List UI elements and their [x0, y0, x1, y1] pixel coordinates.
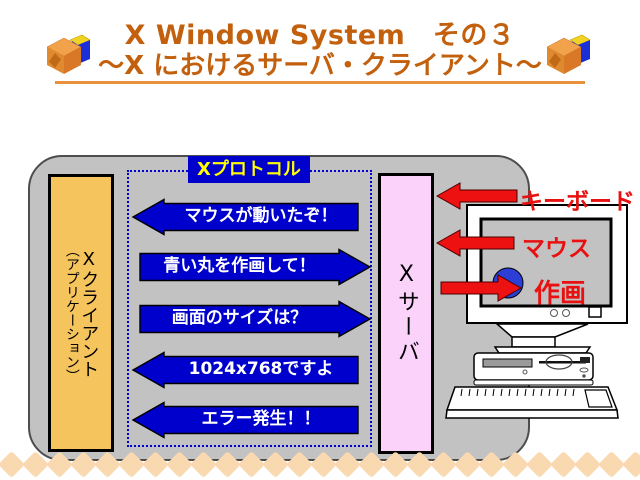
diamond-icon: [406, 451, 433, 478]
message-arrow: マウスが動いたぞ！: [131, 198, 360, 236]
diamond-icon: [502, 451, 529, 478]
computer-illustration: [445, 204, 628, 419]
keyboard-front: [445, 409, 619, 419]
keyboard-numpad: [584, 389, 613, 408]
diamond-icon: [94, 451, 121, 478]
mouse-input-arrow: [436, 229, 515, 257]
message-text: 1024x768ですよ: [188, 359, 334, 379]
message-arrow: 青い丸を作画して！: [138, 248, 372, 286]
diamond-icon: [622, 451, 640, 478]
client-label-x: X: [78, 248, 100, 270]
cubes-icon: [546, 34, 591, 74]
x-client-box: Xクライアント （アプリケーション）: [48, 174, 114, 452]
draw-output-arrow: [440, 274, 522, 302]
mouse-label: マウス: [522, 236, 591, 262]
cube-diamond-inset: [49, 53, 61, 68]
diamond-icon: [334, 451, 361, 478]
diamond-icon: [550, 451, 577, 478]
message-arrow: エラー発生！！: [131, 401, 360, 439]
x-server-box: Xサーバ: [378, 173, 434, 454]
diamond-icon: [238, 451, 265, 478]
diamond-border: [0, 451, 640, 480]
diamond-icon: [70, 451, 97, 478]
server-label-x: X: [393, 262, 419, 290]
right-arrow-icon: [139, 300, 372, 338]
cube-right-face: [64, 47, 81, 74]
diamond-icon: [574, 451, 601, 478]
left-arrow-icon: [131, 351, 359, 389]
protocol-label: Xプロトコル: [188, 156, 310, 183]
client-label-sub: （アプリケーション）: [63, 243, 80, 383]
server-label-main: サーバ: [393, 290, 419, 365]
diamond-icon: [262, 451, 289, 478]
title-underline: [55, 81, 585, 84]
diamond-icon: [190, 451, 217, 478]
message-arrow: 画面のサイズは？: [138, 300, 372, 338]
keyboard-keys: [460, 388, 575, 397]
monitor-neck: [494, 323, 589, 338]
diamond-icon: [46, 451, 73, 478]
eject-button: [522, 369, 528, 375]
keyboard-label: キーボード: [520, 189, 635, 215]
diamond-icon: [118, 451, 145, 478]
left-arrow-icon: [436, 182, 518, 210]
diamond-icon: [214, 451, 241, 478]
client-label-main: クライアント: [78, 269, 100, 378]
case-detail: [582, 374, 586, 378]
left-arrow-icon: [131, 198, 359, 236]
cd-disc: [545, 354, 573, 370]
message-arrow: 1024x768ですよ: [131, 351, 360, 389]
diamond-icon: [0, 451, 25, 478]
left-arrow-icon: [131, 401, 359, 439]
diamond-icon: [142, 451, 169, 478]
x-client-label: Xクライアント （アプリケーション）: [64, 243, 99, 383]
diamond-icon: [598, 451, 625, 478]
message-text: エラー発生！！: [201, 409, 321, 429]
x-server-label: Xサーバ: [393, 262, 419, 365]
monitor-knob: [562, 309, 570, 317]
message-text: 画面のサイズは？: [171, 308, 308, 328]
cd-slot: [539, 361, 586, 364]
right-arrow-icon: [440, 274, 522, 302]
message-text: マウスが動いたぞ！: [184, 206, 338, 226]
case-lip: [473, 379, 594, 386]
diamond-icon: [430, 451, 457, 478]
diamond-icon: [166, 451, 193, 478]
left-arrow-icon: [436, 229, 515, 257]
diamond-icon: [478, 451, 505, 478]
diamond-icon: [454, 451, 481, 478]
power-switch: [580, 357, 590, 363]
case-detail: [579, 367, 589, 373]
monitor-knob: [550, 309, 558, 317]
slide-title: X Window System その３: [124, 20, 516, 51]
monitor-base: [493, 346, 592, 354]
floppy-slot: [482, 358, 533, 368]
message-text: 青い丸を作画して！: [163, 256, 316, 276]
draw-label: 作画: [534, 279, 587, 309]
keyboard-input-arrow: [436, 182, 518, 210]
monitor-neck2: [511, 336, 556, 348]
diamond-icon: [526, 451, 553, 478]
diamond-icon: [358, 451, 385, 478]
cubes-icon: [46, 34, 91, 74]
diamond-icon: [310, 451, 337, 478]
slide-subtitle: ～X におけるサーバ・クライアント～: [98, 51, 542, 81]
monitor-button: [588, 306, 602, 318]
diamond-icon: [22, 451, 49, 478]
diamond-icon: [286, 451, 313, 478]
diamond-icon: [382, 451, 409, 478]
right-arrow-icon: [139, 248, 372, 286]
